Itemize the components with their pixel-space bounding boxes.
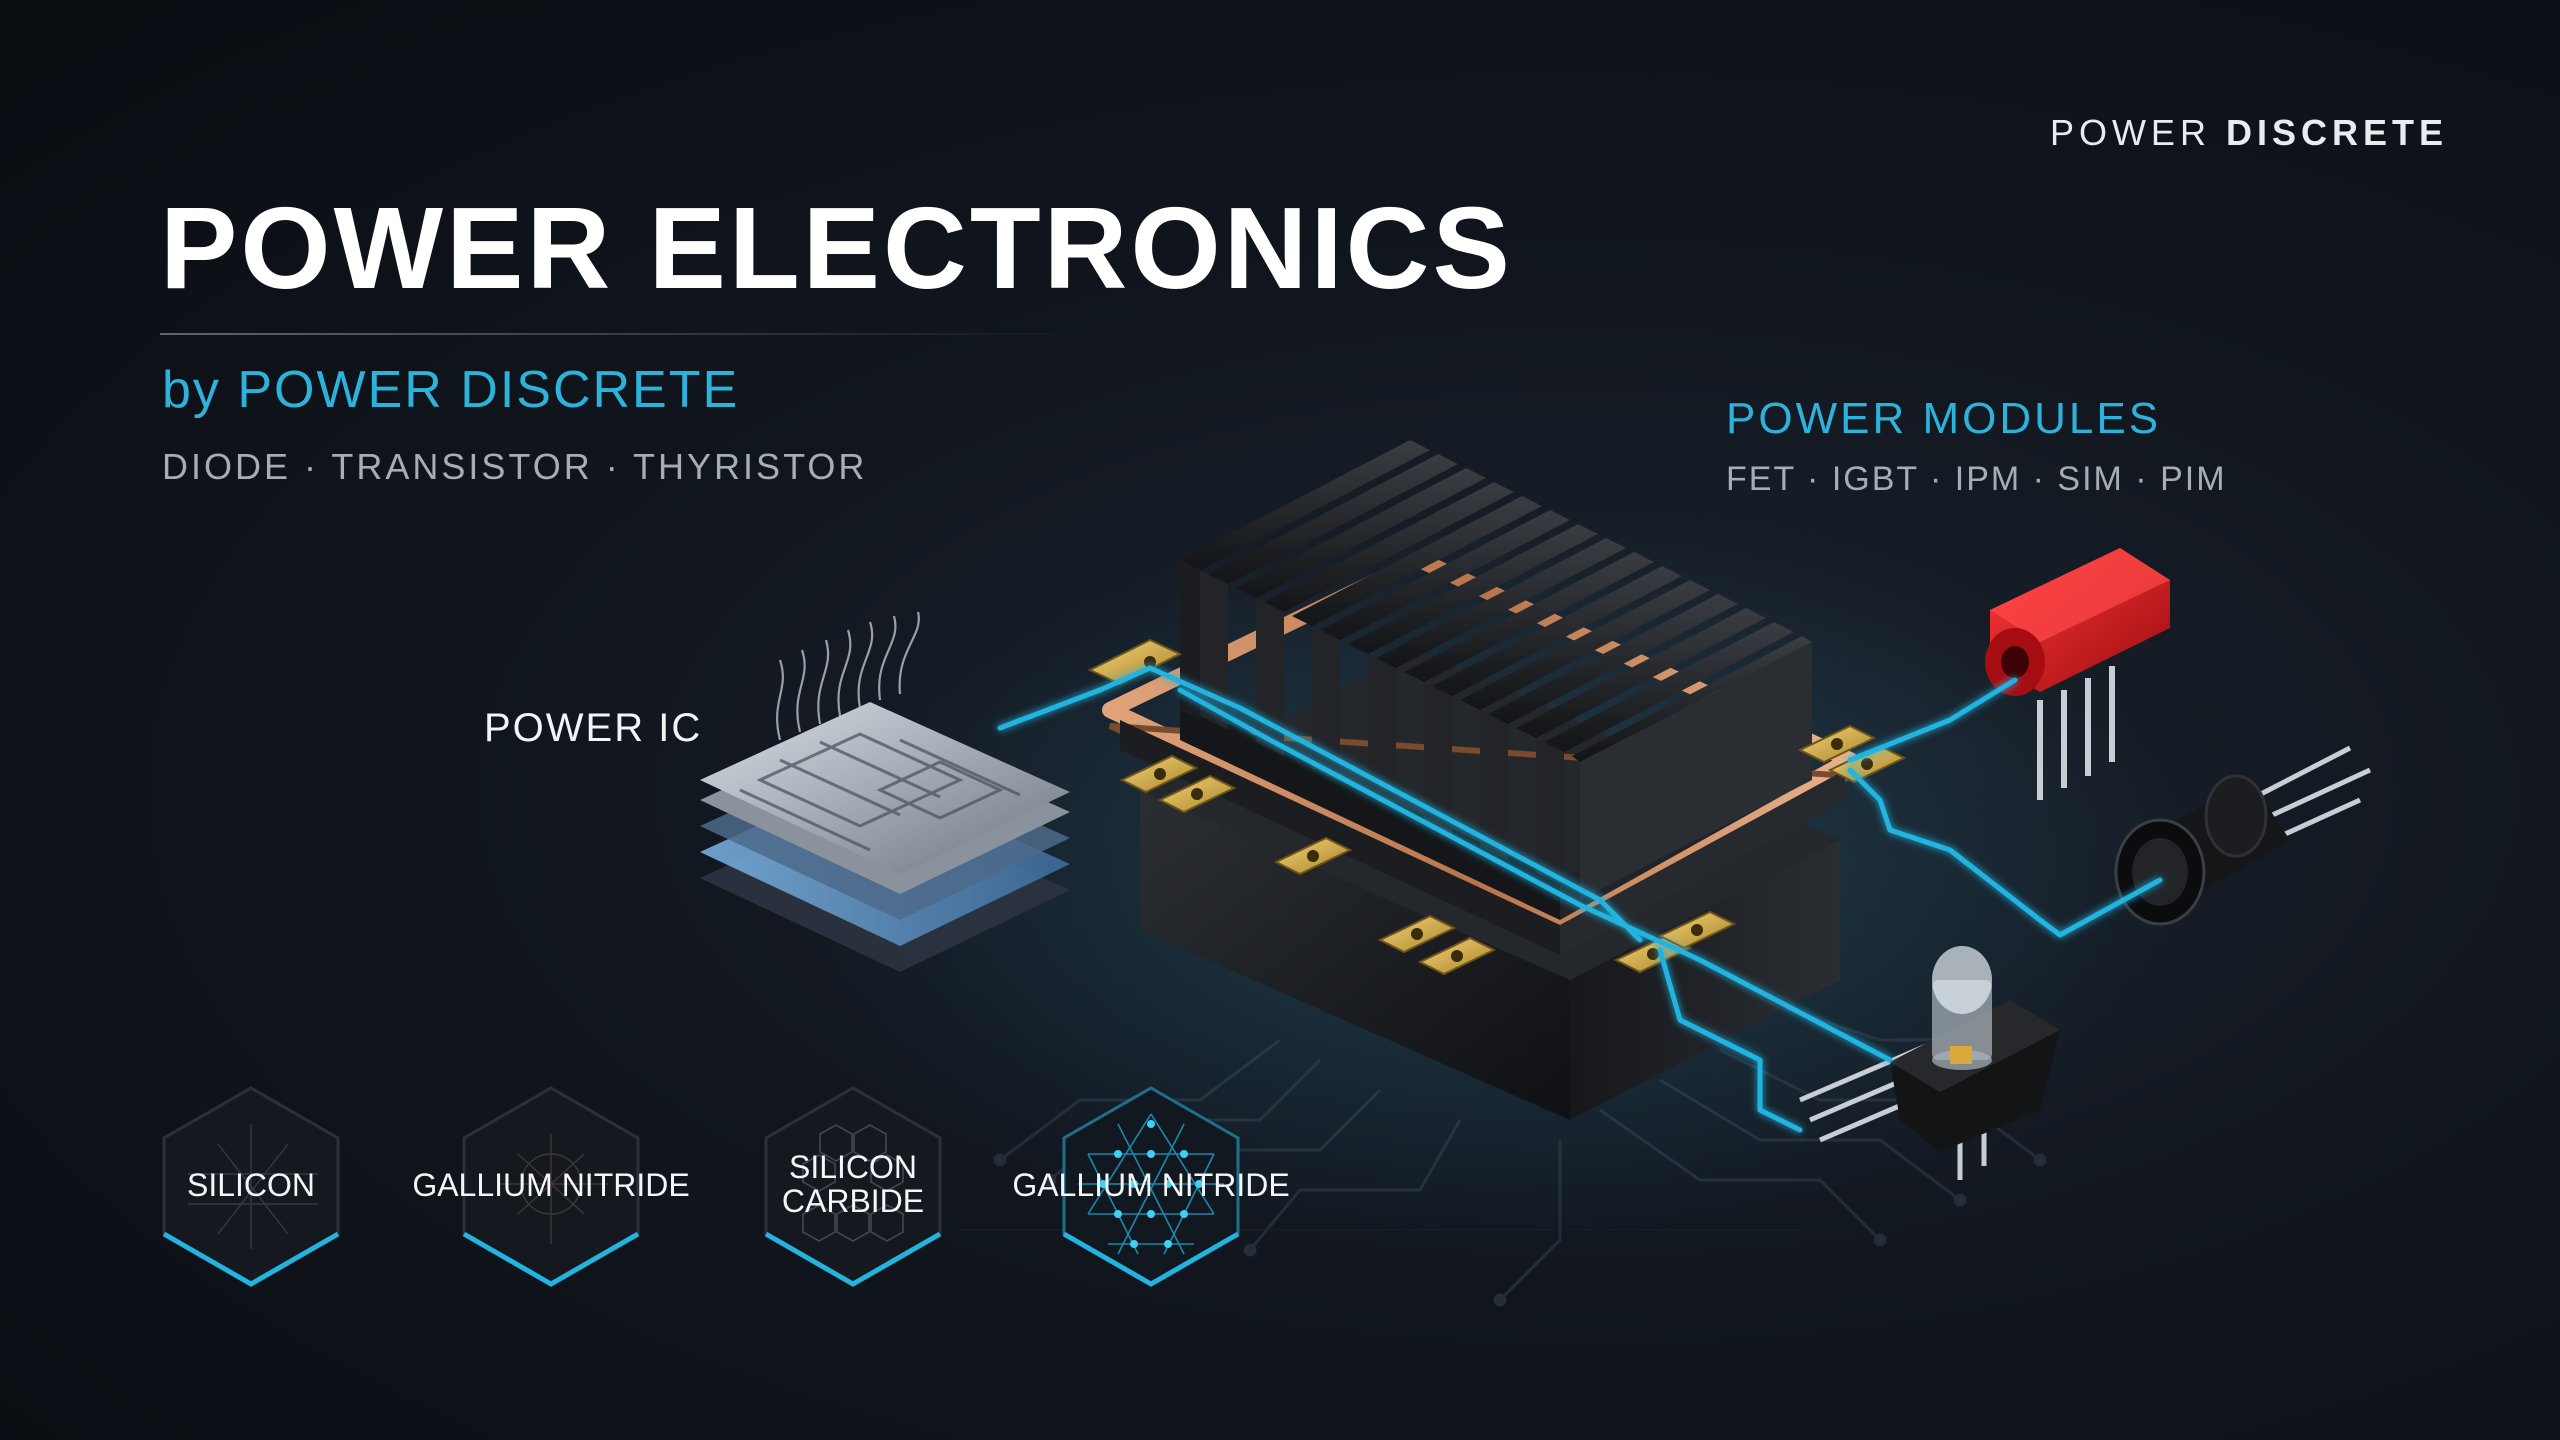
page-title: POWER ELECTRONICS (160, 183, 1513, 313)
material-silicon-carbide: SILICON CARBIDE (760, 1084, 946, 1288)
material-gallium-nitride-lattice: GALLIUM NITRIDE (1012, 1084, 1290, 1288)
brand-prefix: POWER (2049, 112, 2211, 153)
material-gallium-nitride: GALLIUM NITRIDE (412, 1084, 690, 1288)
gallium-nitride-hex-icon (462, 1086, 640, 1287)
silicon-hex-icon (162, 1086, 340, 1287)
material-label-silicon-carbide-line2: CARBIDE (781, 1183, 925, 1219)
power-ic-stack (700, 611, 1070, 972)
material-label-gallium-nitride-lattice: GALLIUM NITRIDE (1012, 1167, 1290, 1203)
power-modules-types-list: FET · IGBT · IPM · SIM · PIM (1726, 460, 2227, 498)
black-transistor-component (2114, 745, 2372, 926)
red-resistor-component (1985, 548, 2170, 800)
brand-suffix: DISCRETE (2225, 112, 2448, 153)
led-component (1799, 946, 2060, 1180)
power-modules-title: POWER MODULES (1726, 394, 2162, 443)
discrete-types-list: DIODE · TRANSISTOR · THYRISTOR (162, 446, 868, 487)
silicon-carbide-hex-icon (764, 1086, 942, 1287)
material-label-gallium-nitride: GALLIUM NITRIDE (412, 1167, 690, 1203)
material-label-silicon-carbide: SILICON CARBIDE (700, 1150, 1006, 1218)
heatsink-fins (1180, 440, 1812, 900)
signal-traces (997, 665, 2163, 1133)
power-module (1087, 440, 1907, 1120)
material-label-silicon-carbide-line1: SILICON (788, 1149, 918, 1185)
material-silicon: SILICON (158, 1084, 344, 1288)
brand-wordmark: POWER DISCRETE (2050, 112, 2448, 154)
byline: by POWER DISCRETE (162, 361, 740, 419)
power-ic-label: POWER IC (484, 706, 703, 750)
material-label-silicon: SILICON (186, 1167, 316, 1203)
title-divider (160, 333, 1090, 335)
gallium-nitride-lattice-hex-icon (1062, 1086, 1240, 1287)
